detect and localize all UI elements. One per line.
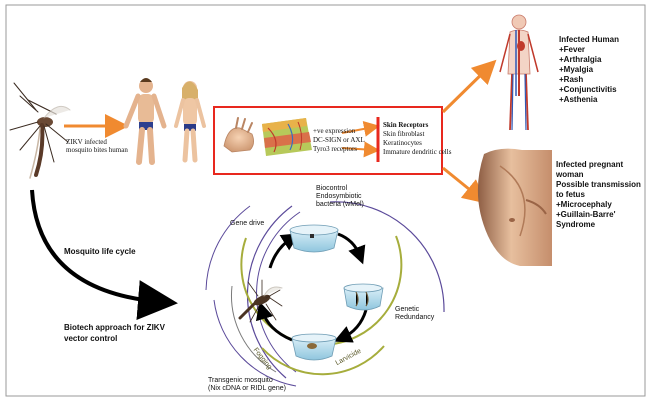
marker-tyro3: Tyro3 receptors: [313, 145, 365, 154]
symptom-rash: +Rash: [559, 75, 619, 85]
mosquito-illustration: [10, 83, 70, 178]
arrow-to-pregnant: [443, 168, 480, 198]
symptom-myalgia: +Myalgia: [559, 65, 619, 75]
receptor-dendritic: Immature dendritic cells: [383, 148, 451, 157]
skin-section-illustration: [262, 118, 312, 156]
genetic-redundancy-label: Genetic Redundancy: [395, 306, 434, 322]
marker-positive-expression: +ve expression: [313, 127, 365, 136]
receptor-keratinocytes: Keratinocytes: [383, 139, 451, 148]
infected-human-title: Infected Human: [559, 35, 619, 45]
human-couple-illustration: [126, 78, 204, 162]
expression-markers: +ve expression DC-SIGN or AXL Tyro3 rece…: [313, 127, 365, 154]
biotech-approach-label: Biotech approach for ZIKV vector control: [64, 322, 165, 344]
pregnant-belly-illustration: [478, 149, 552, 266]
adult-mosquito-illustration: [240, 280, 282, 322]
skin-receptors-title: Skin Receptors: [383, 121, 451, 130]
marker-dc-sign-axl: DC-SIGN or AXL: [313, 136, 365, 145]
pupa-container: [292, 334, 336, 360]
mosquito-bite-caption: ZIKV infected mosquito bites human: [66, 138, 128, 154]
infected-pregnant-panel: Infected pregnant woman Possible transmi…: [556, 160, 641, 230]
receptor-fibroblast: Skin fibroblast: [383, 130, 451, 139]
gene-drive-label: Gene drive: [230, 219, 264, 228]
arrow-to-infected-human: [443, 66, 490, 112]
symptom-asthenia: +Asthenia: [559, 95, 619, 105]
symptom-arthralgia: +Arthralgia: [559, 55, 619, 65]
hand-illustration: [224, 118, 254, 152]
symptom-fever: +Fever: [559, 45, 619, 55]
symptom-conjunctivitis: +Conjunctivitis: [559, 85, 619, 95]
mosquito-life-cycle-label: Mosquito life cycle: [64, 247, 136, 256]
egg-container: [290, 225, 338, 252]
life-cycle-arrow: [32, 190, 162, 302]
circulatory-system-illustration: [500, 15, 538, 130]
biocontrol-label: Biocontrol Endosymbiotic bacteria (wMel): [316, 185, 364, 209]
skin-receptor-list: Skin Receptors Skin fibroblast Keratinoc…: [383, 121, 451, 157]
transgenic-mosquito-label: Transgenic mosquito (Nix cDNA or RIDL ge…: [208, 377, 286, 393]
larva-container: [344, 284, 383, 310]
infected-human-panel: Infected Human +Fever +Arthralgia +Myalg…: [559, 35, 619, 105]
